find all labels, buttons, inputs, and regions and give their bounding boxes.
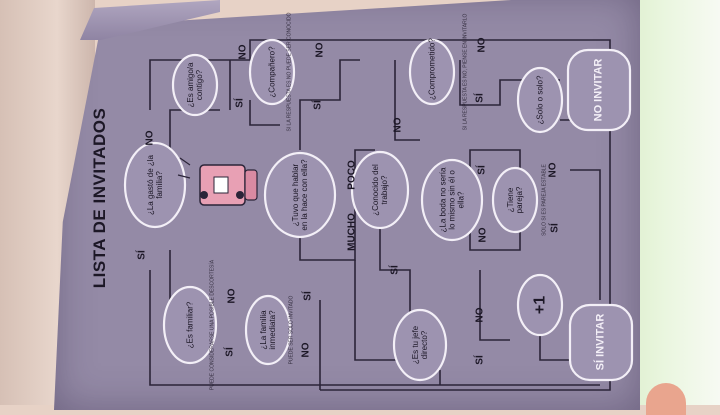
footnote-5: SI LA RESPUESTA ES NO, PIENSE EN INVITAR… [462,13,469,131]
answer-poco: POCO [346,160,358,190]
bubble-amigo-text: ¿Es amigo/a contigo? [186,62,204,108]
bubble-familiar [162,285,218,365]
bubble-no-invitar [566,48,632,132]
answer-si-7: SÍ [549,223,561,233]
cake-icon [177,157,258,206]
bubble-cafe [123,141,187,229]
footnote-4: SOLO SI ES PAREJA ESTABLE [541,164,548,236]
connector-4 [149,270,600,386]
bubble-inmediata [244,294,292,366]
outer-connector [149,39,611,391]
bubble-compromiso [408,38,456,106]
answer-no-8: NO [226,288,238,304]
bubble-pareja [491,166,539,234]
si-invitar-text: SÍ INVITAR [594,313,607,371]
answer-si-3: SÍ [312,100,324,110]
answer-no-2: NO [237,44,249,60]
answer-no-9: NO [300,342,312,358]
bubble-compromiso-text: ¿Comprometido? [427,38,437,100]
connector-12 [469,149,521,175]
answer-no-10: NO [474,307,486,323]
answer-si-2: SÍ [234,98,246,108]
bubble-boda-text: ¿La boda no sería lo mismo sin él o ella… [438,167,466,233]
bubble-plus-one [516,273,564,337]
bubble-tiempo [263,151,337,239]
answer-si-6: SÍ [476,165,488,175]
answer-si-9: SÍ [302,291,314,301]
bubble-companero [248,38,296,106]
answer-mucho: MUCHO [346,213,358,251]
bubble-jefe [392,308,448,382]
answer-no-3: NO [314,42,326,58]
connector-5 [249,100,280,126]
bubble-inmediata-text: ¿La familia inmediata? [259,310,277,350]
answer-no-5: NO [476,37,488,53]
answer-no-7: NO [547,162,559,178]
bubble-familiar-text: ¿Es familiar? [185,301,195,349]
bubble-conocido [350,150,410,230]
answer-no-4: NO [392,117,404,133]
connector-6 [299,59,360,150]
answer-si-4: SÍ [389,265,401,275]
answer-si-1: SÍ [136,250,148,260]
footnote-2: PUEDE CONSIDERARSE UNA POSIBLE DESCORTES… [209,259,216,391]
bubble-pareja-text: ¿Tiene pareja? [506,186,524,214]
answer-si-5: SÍ [474,93,486,103]
answer-si-10: SÍ [474,355,486,365]
connector-14 [479,270,510,341]
answer-no-1: NO [144,130,156,146]
footnote-3: PUEDE SER SOLO INVITADO [288,295,295,365]
connector-9 [379,215,411,330]
bubble-jefe-text: ¿Es tu jefe directo? [411,325,429,365]
bubble-solo-text: ¿Solo o solo? [535,75,545,125]
flowchart-lines [123,38,634,391]
footnote-1: SI LA RESPUESTA ES NO PUEDE SER CONOCIDO [286,12,293,132]
bubble-cafe-text: ¿La gastó de ¿la familia? [146,154,164,216]
bubble-boda [420,158,484,242]
connector-13 [469,220,521,251]
bubble-amigo [171,53,219,117]
no-invitar-text: NO INVITAR [592,58,605,122]
bubble-solo [516,66,564,134]
answer-si-8: SÍ [224,347,236,357]
bubble-si-invitar [568,303,634,382]
connector-11 [459,60,560,106]
connector-10 [394,60,420,141]
bubble-conocido-text: ¿Conocido del trabajo? [371,164,389,216]
connector-17 [570,169,601,300]
plus-one-text: +1 [531,295,549,315]
bubble-tiempo-text: ¿Tuvo que hablar en la hace con ella? [291,159,309,231]
bubble-companero-text: ¿Compañero? [267,46,277,98]
answer-no-6: NO [477,227,489,243]
page-title: LISTA DE INVITADOS [90,107,109,289]
